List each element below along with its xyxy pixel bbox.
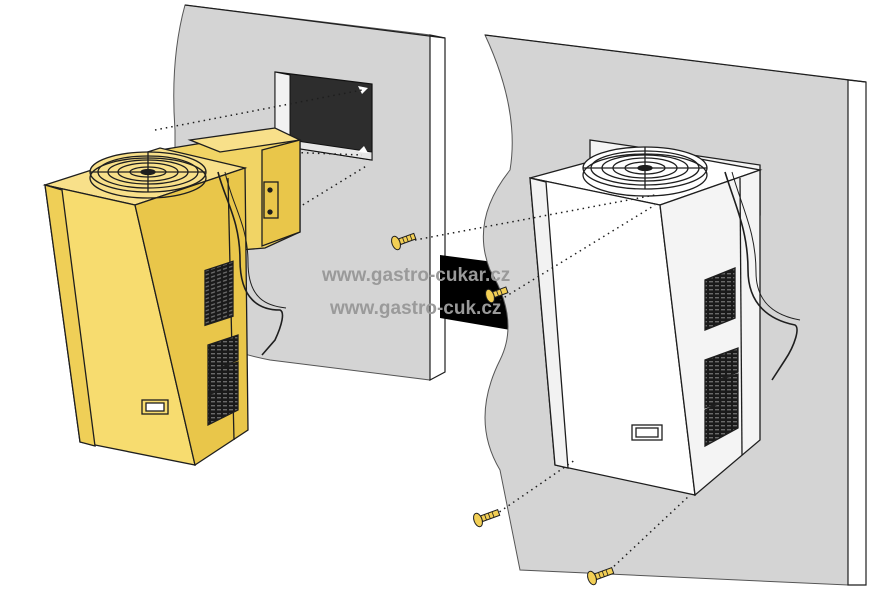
white-condensing-unit: [529, 139, 801, 497]
screw-icon: [391, 232, 417, 251]
watermark-text: www.gastro-cuk.cz: [330, 298, 502, 319]
screw-icon: [473, 509, 501, 528]
cable-icon: [724, 171, 798, 381]
watermark-text: www.gastro-cukar.cz: [322, 265, 511, 286]
fan-grille-icon: [582, 146, 708, 197]
guide-lines-right: [414, 194, 691, 571]
yellow-condensing-unit: [42, 127, 303, 467]
fan-grille-icon: [89, 151, 207, 199]
screw-icon: [587, 567, 615, 586]
cable-icon: [217, 171, 284, 356]
screw-icon: [485, 286, 509, 304]
vent-grille-icon: [204, 260, 234, 327]
